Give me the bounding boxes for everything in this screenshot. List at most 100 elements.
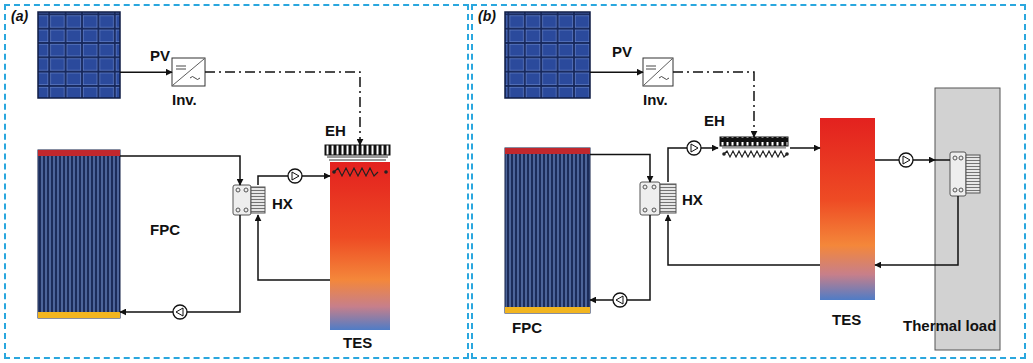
electric-heater	[722, 152, 726, 156]
thermal-load-box	[966, 155, 980, 193]
heat-exchanger	[660, 184, 676, 213]
pump-symbol	[173, 305, 187, 319]
heat-exchanger	[233, 185, 265, 215]
component-box: EH	[718, 137, 790, 159]
tank-label: TES	[832, 312, 861, 329]
pv-label: PV	[612, 44, 632, 61]
panel-frame: (a)PVInv.EHFPCHXTES	[5, 5, 468, 358]
storage-tank	[820, 118, 875, 300]
pump-symbol	[687, 141, 701, 155]
collector-label: FPC	[150, 222, 180, 239]
pv-panel	[38, 12, 120, 98]
electric-heater	[720, 137, 788, 146]
pump-symbol	[687, 141, 701, 155]
heat-exchanger	[643, 185, 647, 189]
inverter-symbol	[646, 66, 656, 69]
flat-plate-collector	[38, 150, 120, 318]
heater-label: EH	[704, 113, 725, 130]
electric-heater	[720, 137, 789, 157]
inverter-symbol	[643, 58, 673, 86]
storage-tank	[820, 118, 875, 300]
inverter-symbol	[176, 66, 186, 69]
component-box: PV	[38, 12, 120, 98]
panel-frame: (b) PV Inv. EH FPC HX TES Thermal load	[472, 5, 1025, 358]
thermal-load-box	[935, 160, 958, 265]
electric-heater	[722, 147, 786, 149]
pump-symbol	[288, 169, 302, 183]
thermal-load-box	[953, 156, 957, 160]
storage-tank	[334, 168, 378, 176]
pipe-line	[790, 147, 820, 149]
storage-tank	[330, 162, 390, 330]
thermal-load-box	[935, 88, 1000, 350]
pipe-line	[258, 215, 330, 280]
inverter-symbol	[644, 59, 672, 85]
tank-label: TES	[343, 335, 372, 352]
pump-symbol	[613, 293, 627, 307]
flat-plate-collector	[505, 148, 590, 154]
pump-symbol	[616, 296, 623, 304]
pump-symbol	[292, 172, 299, 180]
electric-heater	[325, 145, 390, 161]
panel: (a)	[11, 9, 28, 24]
power-line	[673, 72, 754, 137]
load-label: Thermal load	[903, 318, 996, 335]
inverter-symbol	[173, 59, 204, 85]
heater-label: EH	[325, 123, 346, 140]
pump-symbol	[288, 169, 302, 183]
inverter-symbol	[643, 58, 673, 86]
flat-plate-collector	[505, 307, 590, 313]
thermal-load-box	[959, 156, 963, 160]
component-box: HX	[640, 182, 676, 215]
pipe-line	[120, 215, 240, 312]
inverter-symbol	[172, 58, 205, 86]
power-line	[205, 72, 360, 145]
component-box: FPC	[505, 148, 590, 313]
pump-symbol	[173, 305, 187, 319]
component-box: TES	[330, 162, 390, 330]
exchanger-label: HX	[682, 192, 703, 209]
pipe-line	[668, 215, 820, 265]
storage-tank	[384, 170, 388, 174]
electric-heater	[329, 159, 386, 161]
heat-exchanger	[640, 182, 676, 215]
heat-exchanger	[251, 187, 265, 213]
pipe-line	[120, 71, 172, 73]
pv-label: PV	[150, 48, 170, 65]
pump-symbol	[691, 144, 698, 152]
heat-exchanger	[244, 208, 248, 212]
pump-symbol	[899, 153, 913, 167]
pipe-line	[120, 156, 240, 185]
flat-plate-collector	[38, 150, 120, 318]
heat-exchanger	[652, 208, 656, 212]
electric-heater	[325, 145, 390, 155]
thermal-load-box	[959, 188, 963, 192]
flat-plate-collector	[38, 150, 120, 156]
heat-exchanger	[233, 185, 251, 215]
component-box: Thermal load	[935, 88, 1000, 350]
flat-plate-collector	[505, 148, 590, 313]
collector-label: FPC	[512, 320, 542, 337]
inverter-symbol	[190, 77, 200, 80]
component-box: EH	[325, 145, 390, 161]
heat-exchanger	[236, 208, 240, 212]
electric-heater	[785, 152, 789, 156]
pump-symbol	[613, 293, 627, 307]
heat-exchanger	[236, 188, 240, 192]
panel: (b)	[478, 9, 496, 24]
pipe-line	[590, 215, 650, 300]
heat-exchanger	[643, 208, 647, 212]
inverter-label: Inv.	[643, 92, 668, 109]
component-box: PV	[505, 12, 590, 98]
storage-tank	[330, 162, 390, 330]
thermal-load-box	[935, 88, 1000, 350]
heat-exchanger	[640, 182, 660, 215]
inverter-symbol	[659, 77, 669, 80]
flat-plate-collector	[38, 312, 120, 318]
pv-panel	[505, 12, 590, 98]
pipe-line	[875, 264, 935, 266]
inverter-symbol	[172, 58, 205, 86]
pipe-line	[590, 155, 650, 182]
heat-exchanger	[244, 188, 248, 192]
